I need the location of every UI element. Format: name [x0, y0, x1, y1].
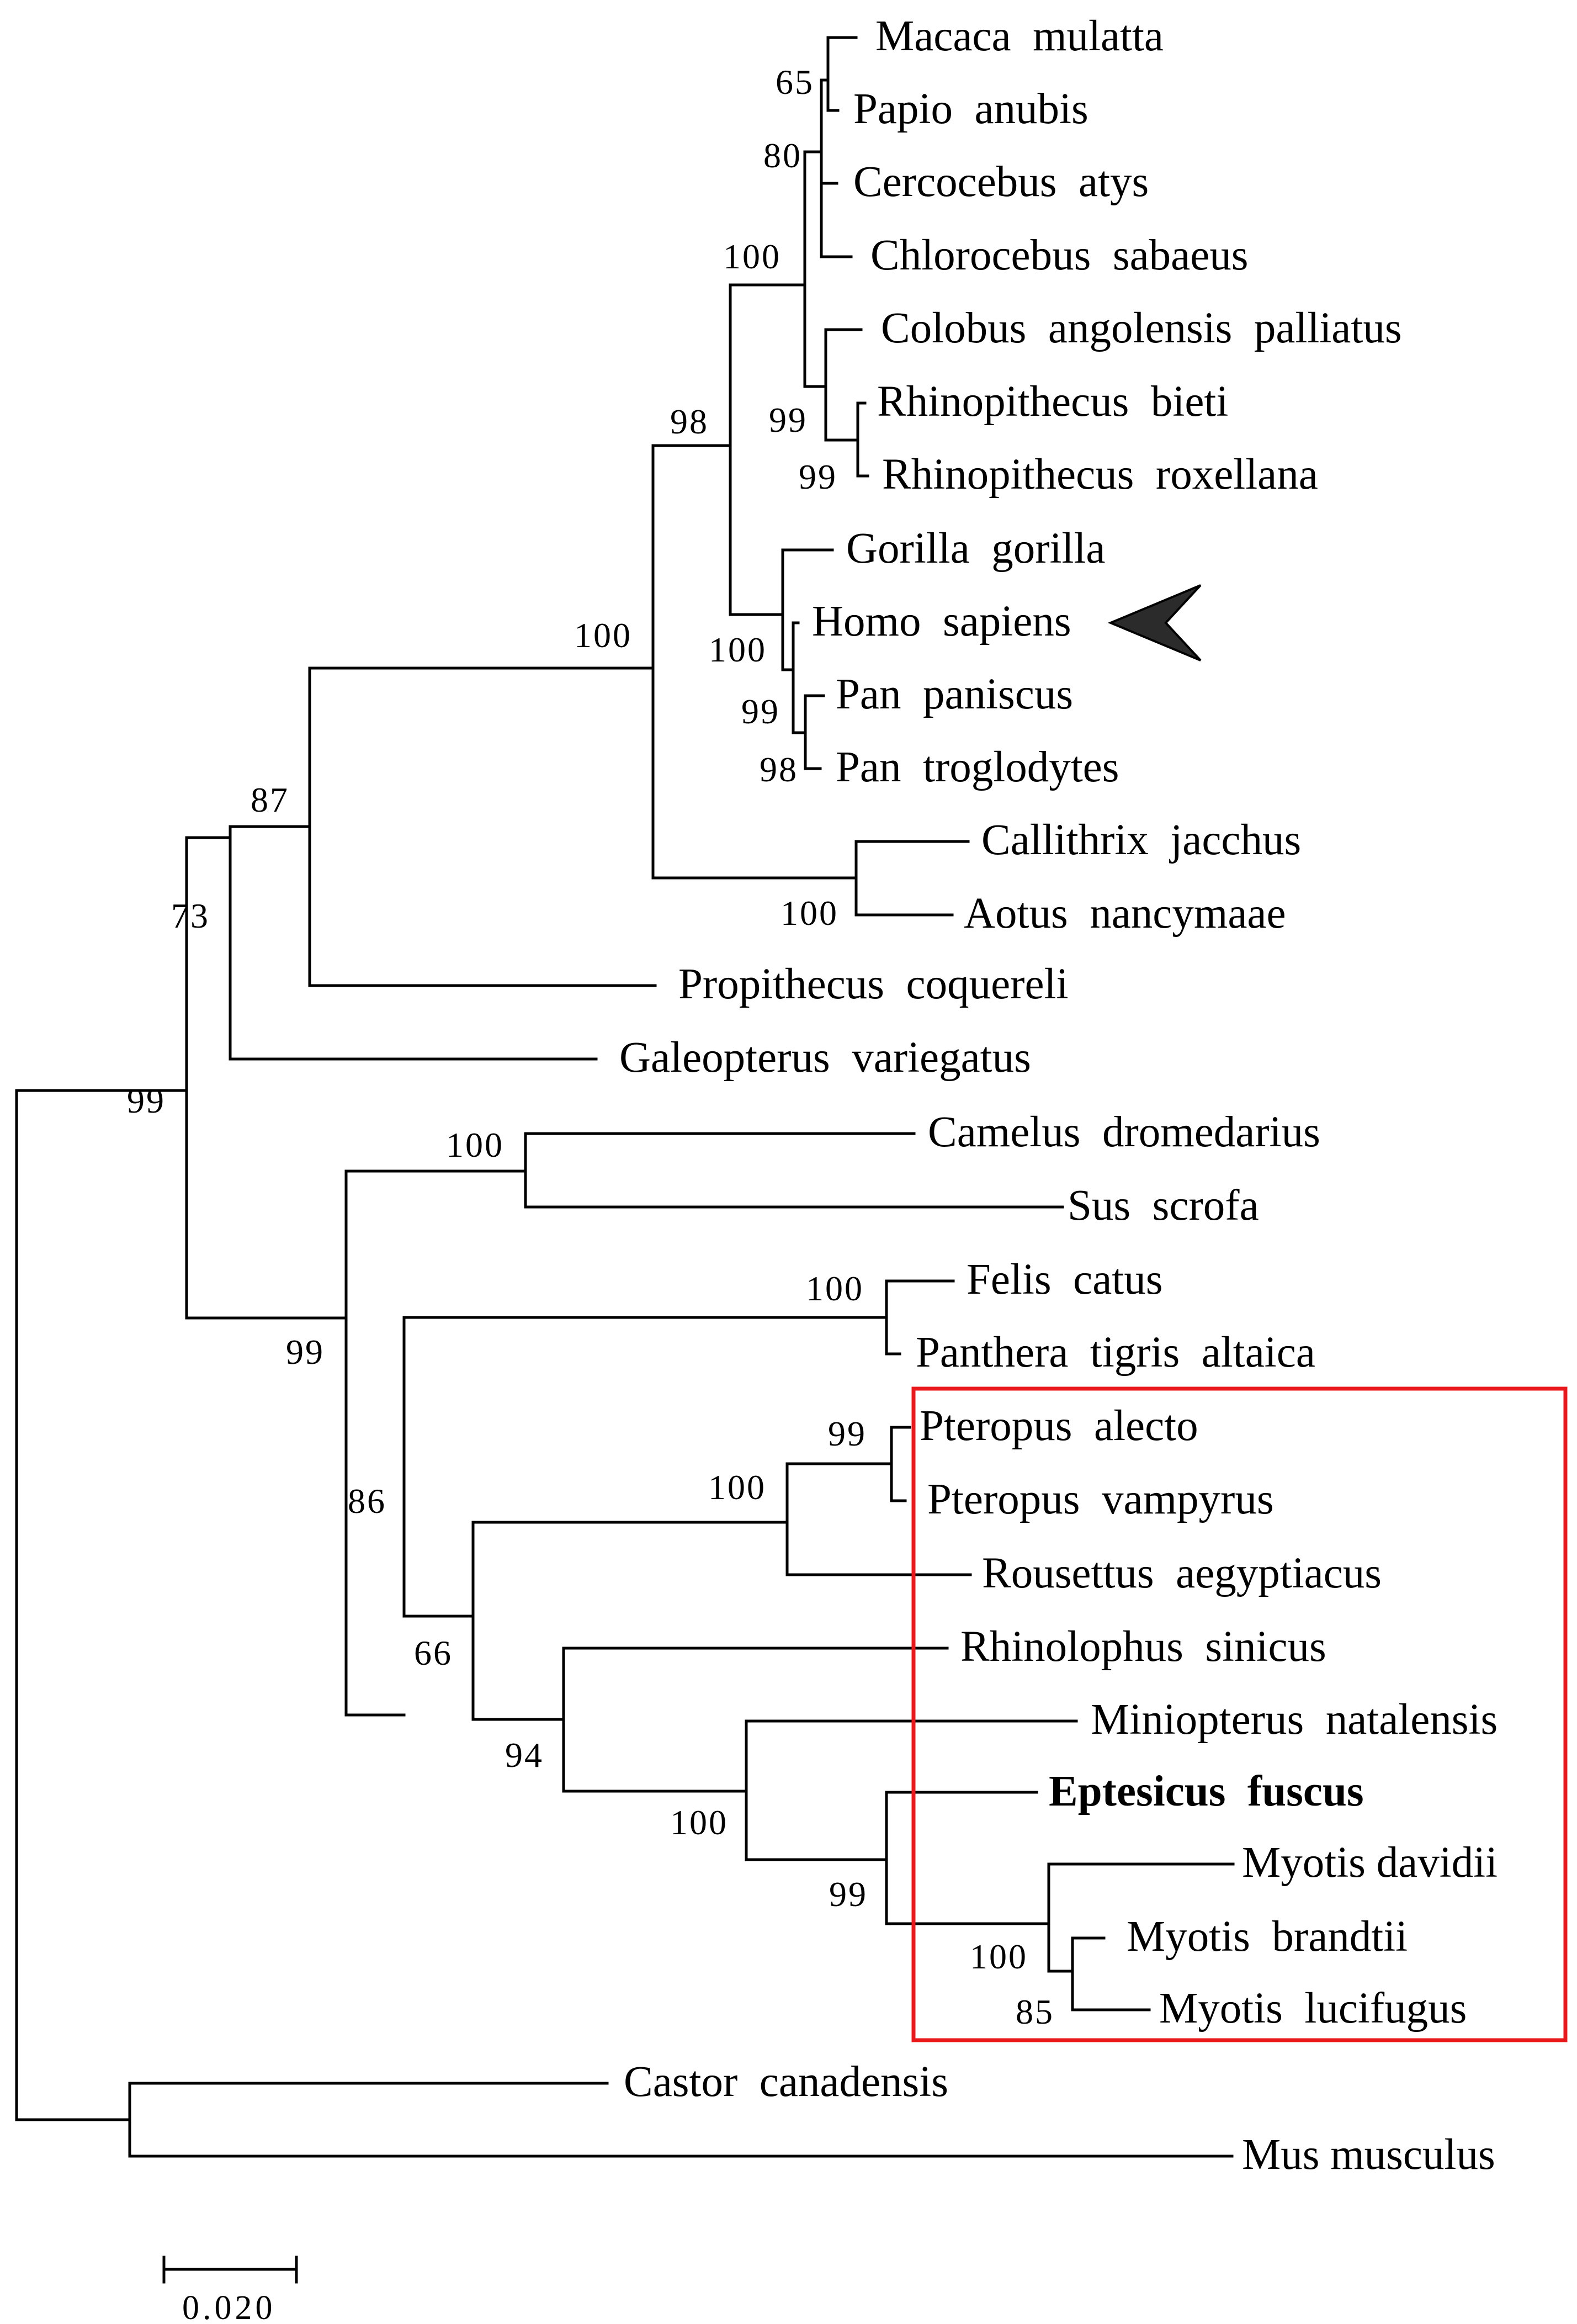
- taxon-label: Sus scrofa: [1068, 1182, 1259, 1230]
- support-value: 99: [829, 1875, 868, 1914]
- taxon-label: Castor canadensis: [624, 2058, 948, 2106]
- branch-root: [15, 1089, 188, 2121]
- taxon-label: Pan troglodytes: [836, 743, 1119, 791]
- support-value: 99: [741, 692, 780, 731]
- branch-myotis: [1047, 1862, 1235, 1973]
- support-value: 73: [171, 896, 210, 935]
- branch-carnivora-chiroptera: [402, 1316, 888, 1618]
- branch-myotis-inner: [1071, 1936, 1151, 2011]
- taxon-label: Pan paniscus: [836, 670, 1073, 718]
- support-value: 99: [127, 1081, 166, 1120]
- taxon-label: Felis catus: [967, 1256, 1162, 1304]
- taxon-label: Chlorocebus sabaeus: [870, 231, 1249, 279]
- taxon-label: Eptesicus fuscus: [1049, 1767, 1364, 1815]
- scale-bar-label: 0.020: [182, 2289, 276, 2324]
- support-value: 65: [776, 62, 814, 102]
- support-value: 87: [251, 780, 289, 819]
- support-value: 85: [1016, 1992, 1054, 2031]
- branch-pan: [804, 694, 825, 770]
- branch-main-clade: [185, 836, 348, 1320]
- support-value: 98: [670, 402, 709, 441]
- taxon-label: Colobus angolensis palliatus: [881, 304, 1402, 352]
- branch-cercopithecidae: [803, 150, 827, 388]
- branch-macaca-papio: [820, 36, 858, 185]
- branch-yangochiroptera: [562, 1647, 949, 1793]
- support-value: 98: [760, 750, 798, 789]
- branch-colobinae: [824, 328, 863, 442]
- support-value: 100: [574, 616, 632, 655]
- support-value: 100: [709, 630, 767, 669]
- branch-primates: [308, 666, 657, 987]
- taxon-label: Galeopterus variegatus: [619, 1034, 1031, 1082]
- branch-platyrrhini: [854, 840, 970, 917]
- taxon-labels: Macaca mulatta Papio anubis Cercocebus a…: [619, 12, 1498, 2179]
- taxon-label: Rousettus aegyptiacus: [982, 1549, 1382, 1597]
- taxon-label: Pteropus vampyrus: [927, 1475, 1274, 1523]
- support-value: 100: [780, 893, 838, 933]
- branch-anthropoidea: [651, 444, 858, 880]
- taxon-label: Camelus dromedarius: [928, 1108, 1320, 1156]
- branch-catarrhini: [729, 283, 806, 616]
- support-value: 100: [723, 237, 781, 276]
- taxon-label: Miniopterus natalensis: [1091, 1696, 1498, 1744]
- branch-rhinopithecus: [856, 401, 869, 478]
- support-value: 99: [799, 457, 837, 496]
- branch-homo-pan: [792, 621, 807, 734]
- support-value: 99: [828, 1414, 867, 1453]
- taxon-label: Myotis davidii: [1242, 1839, 1498, 1887]
- support-value: 100: [970, 1937, 1028, 1976]
- taxon-label: Rhinopithecus roxellana: [882, 451, 1318, 499]
- branch-papionini: [820, 78, 853, 258]
- support-value: 86: [348, 1481, 386, 1521]
- support-value: 99: [769, 400, 808, 440]
- branch-pteropodidae: [785, 1462, 972, 1576]
- taxon-label: Gorilla gorilla: [846, 525, 1106, 573]
- scale-bar: 0.020: [162, 2256, 298, 2324]
- taxon-label: Myotis brandtii: [1127, 1913, 1408, 1961]
- taxon-label: Pteropus alecto: [920, 1402, 1198, 1450]
- arrowhead-marker: [1107, 584, 1202, 661]
- support-value: 94: [505, 1735, 544, 1775]
- taxon-label: Papio anubis: [853, 85, 1088, 133]
- taxon-label: Homo sapiens: [812, 597, 1071, 645]
- support-value: 100: [446, 1125, 504, 1164]
- taxon-label: Aotus nancymaae: [964, 890, 1286, 938]
- taxon-label: Panthera tigris altaica: [916, 1328, 1315, 1377]
- branch-primatomorpha: [229, 825, 598, 1061]
- branch-felidae: [885, 1279, 955, 1356]
- taxon-label: Cercocebus atys: [853, 158, 1149, 206]
- branch-hominidae: [781, 548, 834, 671]
- taxon-label: Callithrix jacchus: [981, 816, 1301, 864]
- branch-vespertilionoidea: [745, 1719, 1078, 1861]
- support-value: 80: [763, 136, 802, 175]
- taxon-label: Propithecus coquereli: [678, 960, 1068, 1008]
- branch-vespertilionidae: [885, 1791, 1050, 1925]
- taxon-label: Macaca mulatta: [875, 12, 1164, 60]
- support-value: 100: [670, 1803, 728, 1842]
- support-value: 100: [806, 1269, 864, 1308]
- branch-rodentia: [128, 2082, 1234, 2158]
- branch-laurasiatheria: [344, 1169, 527, 1717]
- support-value: 99: [286, 1332, 325, 1372]
- support-values: 65 80 100 99 99 98 100 99 98 100 100 87 …: [127, 62, 1054, 2031]
- support-value: 66: [414, 1633, 453, 1672]
- taxon-label: Rhinopithecus bieti: [877, 378, 1228, 426]
- support-value: 100: [708, 1468, 766, 1507]
- tree-branches: [15, 36, 1235, 2158]
- branch-cetartiodactyla: [524, 1132, 1064, 1209]
- highlight-box: [911, 1386, 1568, 2042]
- taxon-label: Mus musculus: [1242, 2131, 1495, 2179]
- taxon-label: Rhinolophus sinicus: [960, 1623, 1326, 1671]
- branch-chiroptera: [471, 1521, 789, 1721]
- scale-bar-line: [162, 2256, 298, 2284]
- branch-pteropus: [890, 1426, 911, 1502]
- taxon-label: Myotis lucifugus: [1159, 1984, 1467, 2032]
